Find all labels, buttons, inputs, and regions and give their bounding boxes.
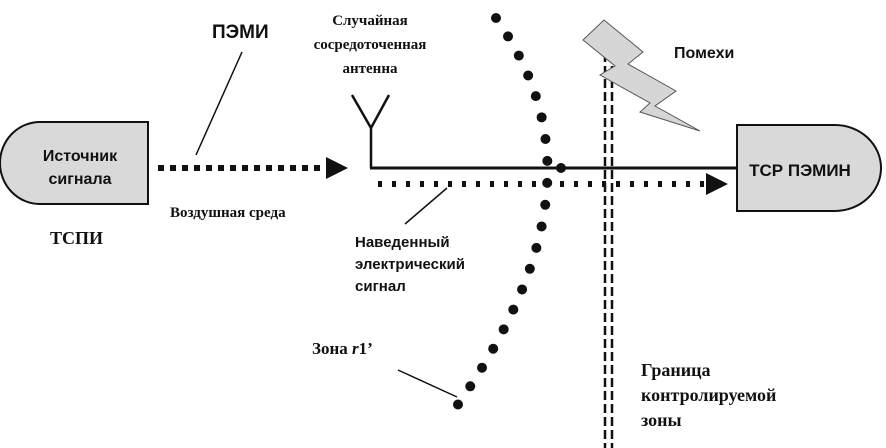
receiver-block: ТСР ПЭМИН (736, 124, 882, 212)
zone-leader-line (397, 369, 458, 398)
air-medium-label: Воздушная среда (170, 205, 286, 221)
interference-lightning-icon (582, 19, 701, 132)
induced-label-line3: сигнал (355, 278, 406, 295)
antenna-icon (350, 94, 391, 168)
source-label-line1: Источник (43, 148, 118, 165)
induced-arrowhead-icon (706, 173, 728, 195)
receiver-label: ТСР ПЭМИН (749, 161, 851, 180)
pemi-arrowhead-icon (326, 157, 348, 179)
antenna-label-line3: антенна (343, 61, 398, 77)
pemi-leader-line (195, 51, 243, 156)
boundary-label-line3: зоны (641, 410, 682, 430)
source-label-line2: сигнала (48, 171, 111, 188)
pemi-label: ПЭМИ (212, 22, 269, 43)
boundary-label-line2: контролируемой (641, 385, 776, 405)
intersection-dot (556, 163, 566, 173)
antenna-label-line2: сосредоточенная (314, 37, 427, 53)
induced-label-line1: Наведенный (355, 234, 450, 251)
antenna-label-line1: Случайная (332, 13, 408, 29)
controlled-zone-boundary-line (603, 40, 614, 448)
induced-leader-line (404, 187, 448, 225)
signal-source-block: Источник сигнала (0, 121, 149, 205)
zone-r1-boundary-arc (442, 13, 553, 425)
boundary-label-line1: Граница (641, 360, 710, 380)
zone-label: Зона r1’ (312, 339, 373, 358)
interference-label: Помехи (674, 45, 734, 62)
induced-label-line2: электрический (355, 256, 465, 273)
source-caption: ТСПИ (50, 228, 103, 248)
